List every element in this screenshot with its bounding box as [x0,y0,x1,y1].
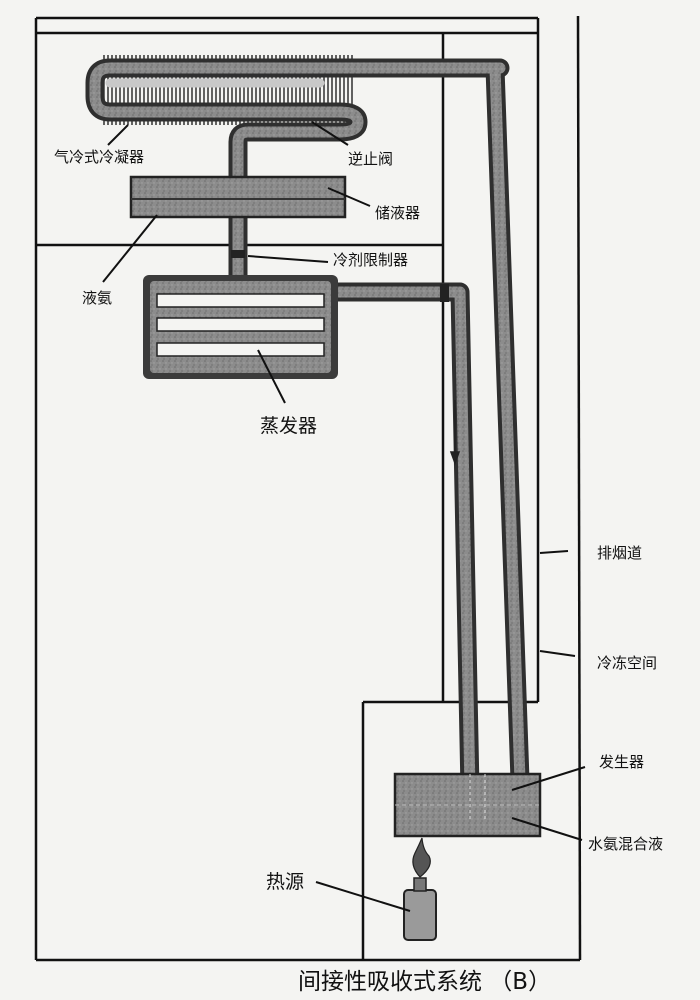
label-flue: 排烟道 [597,544,642,562]
label-evaporator: 蒸发器 [260,415,317,437]
diagram-caption: 间接性吸收式系统 （B） [298,969,551,995]
pipe-network [85,58,530,800]
label-check-valve: 逆止阀 [348,150,393,168]
evaporator-coil [143,275,338,379]
label-liquid-ammonia: 液氨 [82,289,112,307]
receiver-tank [129,175,347,219]
heat-source-burner [403,837,437,941]
flame-icon [412,837,431,878]
label-water-ammonia-solution: 水氨混合液 [588,835,663,853]
label-heat-source: 热源 [266,871,304,893]
label-air-condenser: 气冷式冷凝器 [54,148,144,166]
label-receiver: 储液器 [375,204,420,222]
pipe-joint-mark [440,284,449,302]
generator-tank [393,772,542,838]
leader-lines [102,121,586,912]
label-freezing-space: 冷冻空间 [597,654,657,672]
arrow-down-icon [449,400,461,466]
cabinet-frame [34,15,582,962]
label-refrigerant-limiter: 冷剂限制器 [333,251,408,269]
label-generator: 发生器 [599,753,644,771]
refrigerant-limiter-mark [231,250,245,258]
